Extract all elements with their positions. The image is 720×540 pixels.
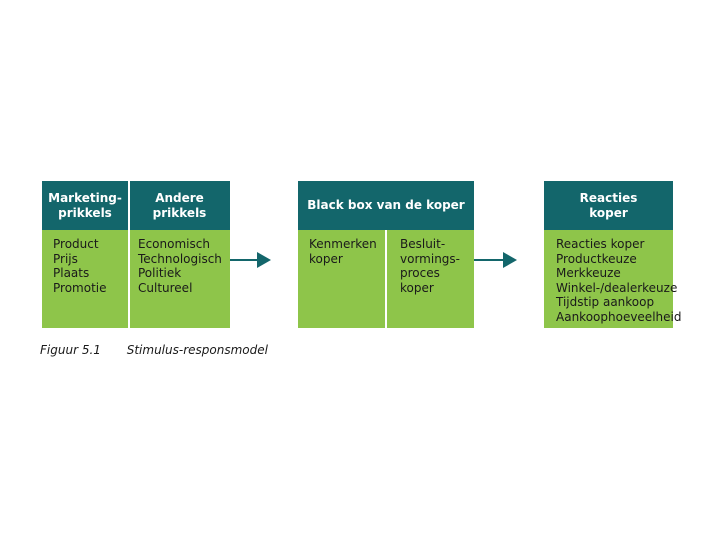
arrow-right-icon [474, 252, 517, 268]
besluitvorming-item: proces [400, 266, 440, 281]
reactie-item: Aankoophoeveelheid [556, 309, 682, 324]
figure-caption: Figuur 5.1 Stimulus-responsmodel [40, 343, 268, 357]
kenmerken-item: Kenmerken [309, 237, 377, 251]
marketing-prikkel-item: Promotie [53, 280, 107, 295]
arrow-right-icon [230, 252, 271, 268]
black-box-header-text: Black box van de koper [307, 198, 465, 212]
marketing-prikkels-header: Marketing-prikkels [42, 181, 128, 230]
reactie-item: Reacties koper [556, 237, 645, 251]
besluitvorming-item: koper [400, 280, 434, 295]
reactie-item: Winkel-/dealerkeuze [556, 280, 678, 295]
marketing-prikkels-header-text: Marketing-prikkels [48, 190, 122, 220]
marketing-prikkel-item: Prijs [53, 251, 78, 266]
marketing-prikkel-item: Product [53, 237, 99, 251]
reactie-item: Merkkeuze [556, 266, 621, 281]
column-divider [385, 230, 387, 328]
andere-prikkel-item: Economisch [138, 237, 210, 251]
reactie-item: Tijdstip aankoop [556, 295, 655, 310]
andere-prikkel-item: Politiek [138, 266, 182, 281]
black-box-header: Black box van de koper [298, 181, 474, 230]
kenmerken-item: koper [309, 251, 343, 266]
besluitvorming-item: Besluit- [400, 237, 446, 251]
figure-number: Figuur 5.1 [40, 343, 101, 357]
figure-title: Stimulus-responsmodel [126, 343, 268, 357]
column-divider [128, 181, 130, 328]
marketing-prikkel-item: Plaats [53, 266, 90, 281]
andere-prikkel-item: Technologisch [138, 251, 222, 266]
besluitvorming-item: vormings- [400, 251, 460, 266]
andere-prikkel-item: Cultureel [138, 280, 193, 295]
reactie-item: Productkeuze [556, 251, 637, 266]
